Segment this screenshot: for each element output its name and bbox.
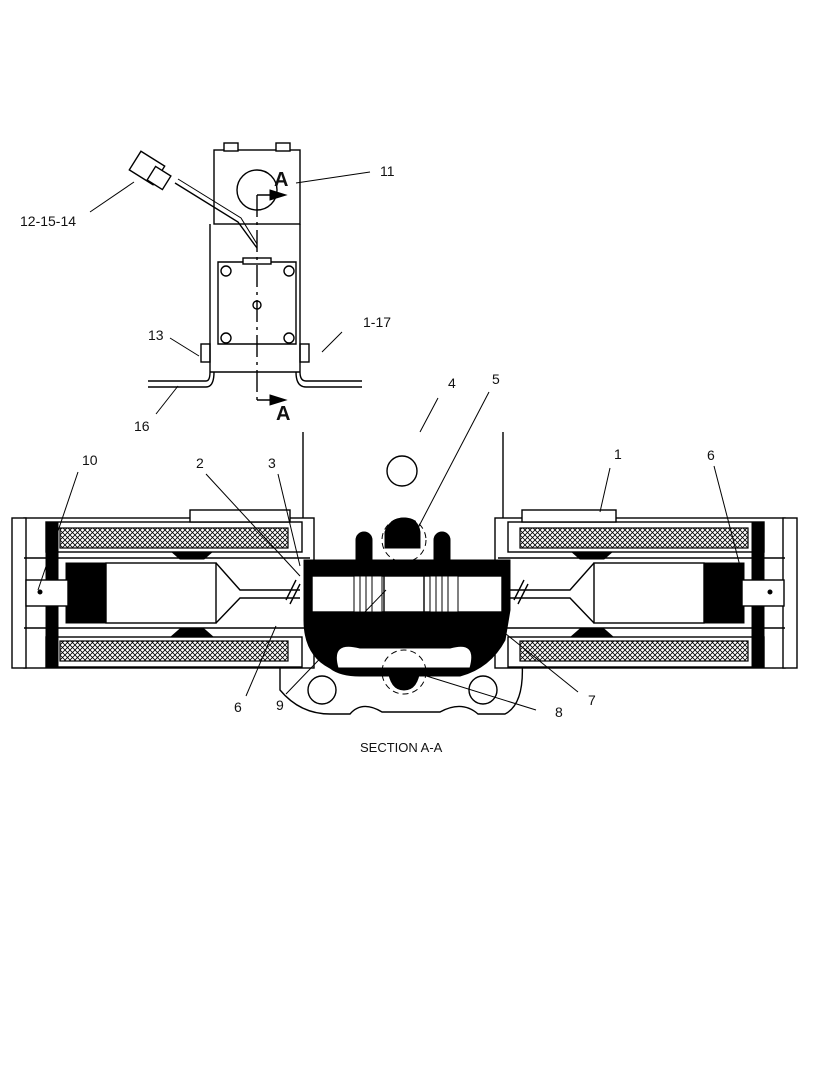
callout-12-15-14: 12-15-14 (20, 213, 76, 229)
callout-13: 13 (148, 327, 164, 343)
callout-6-right: 6 (707, 447, 715, 463)
callout-8: 8 (555, 704, 563, 720)
callout-3: 3 (268, 455, 276, 471)
section-mark-bottom: A (276, 403, 290, 425)
callout-4: 4 (448, 375, 456, 391)
callout-6-left: 6 (234, 699, 242, 715)
callout-5: 5 (492, 371, 500, 387)
leader-lines (37, 171, 741, 711)
callout-11: 11 (380, 163, 395, 179)
callout-1-17: 1-17 (363, 314, 391, 330)
section-caption: SECTION A-A (360, 740, 443, 755)
section-mark-top: A (274, 169, 288, 191)
callout-2: 2 (196, 455, 204, 471)
callout-16: 16 (134, 418, 150, 434)
callout-7: 7 (588, 692, 596, 708)
callout-9: 9 (276, 697, 284, 713)
section-view (11, 432, 798, 715)
callout-1: 1 (614, 446, 622, 462)
top-view (128, 142, 362, 406)
callout-10: 10 (82, 452, 98, 468)
callout-labels: 11 12-15-14 13 1-17 16 4 5 10 2 3 1 6 6 … (20, 163, 715, 755)
